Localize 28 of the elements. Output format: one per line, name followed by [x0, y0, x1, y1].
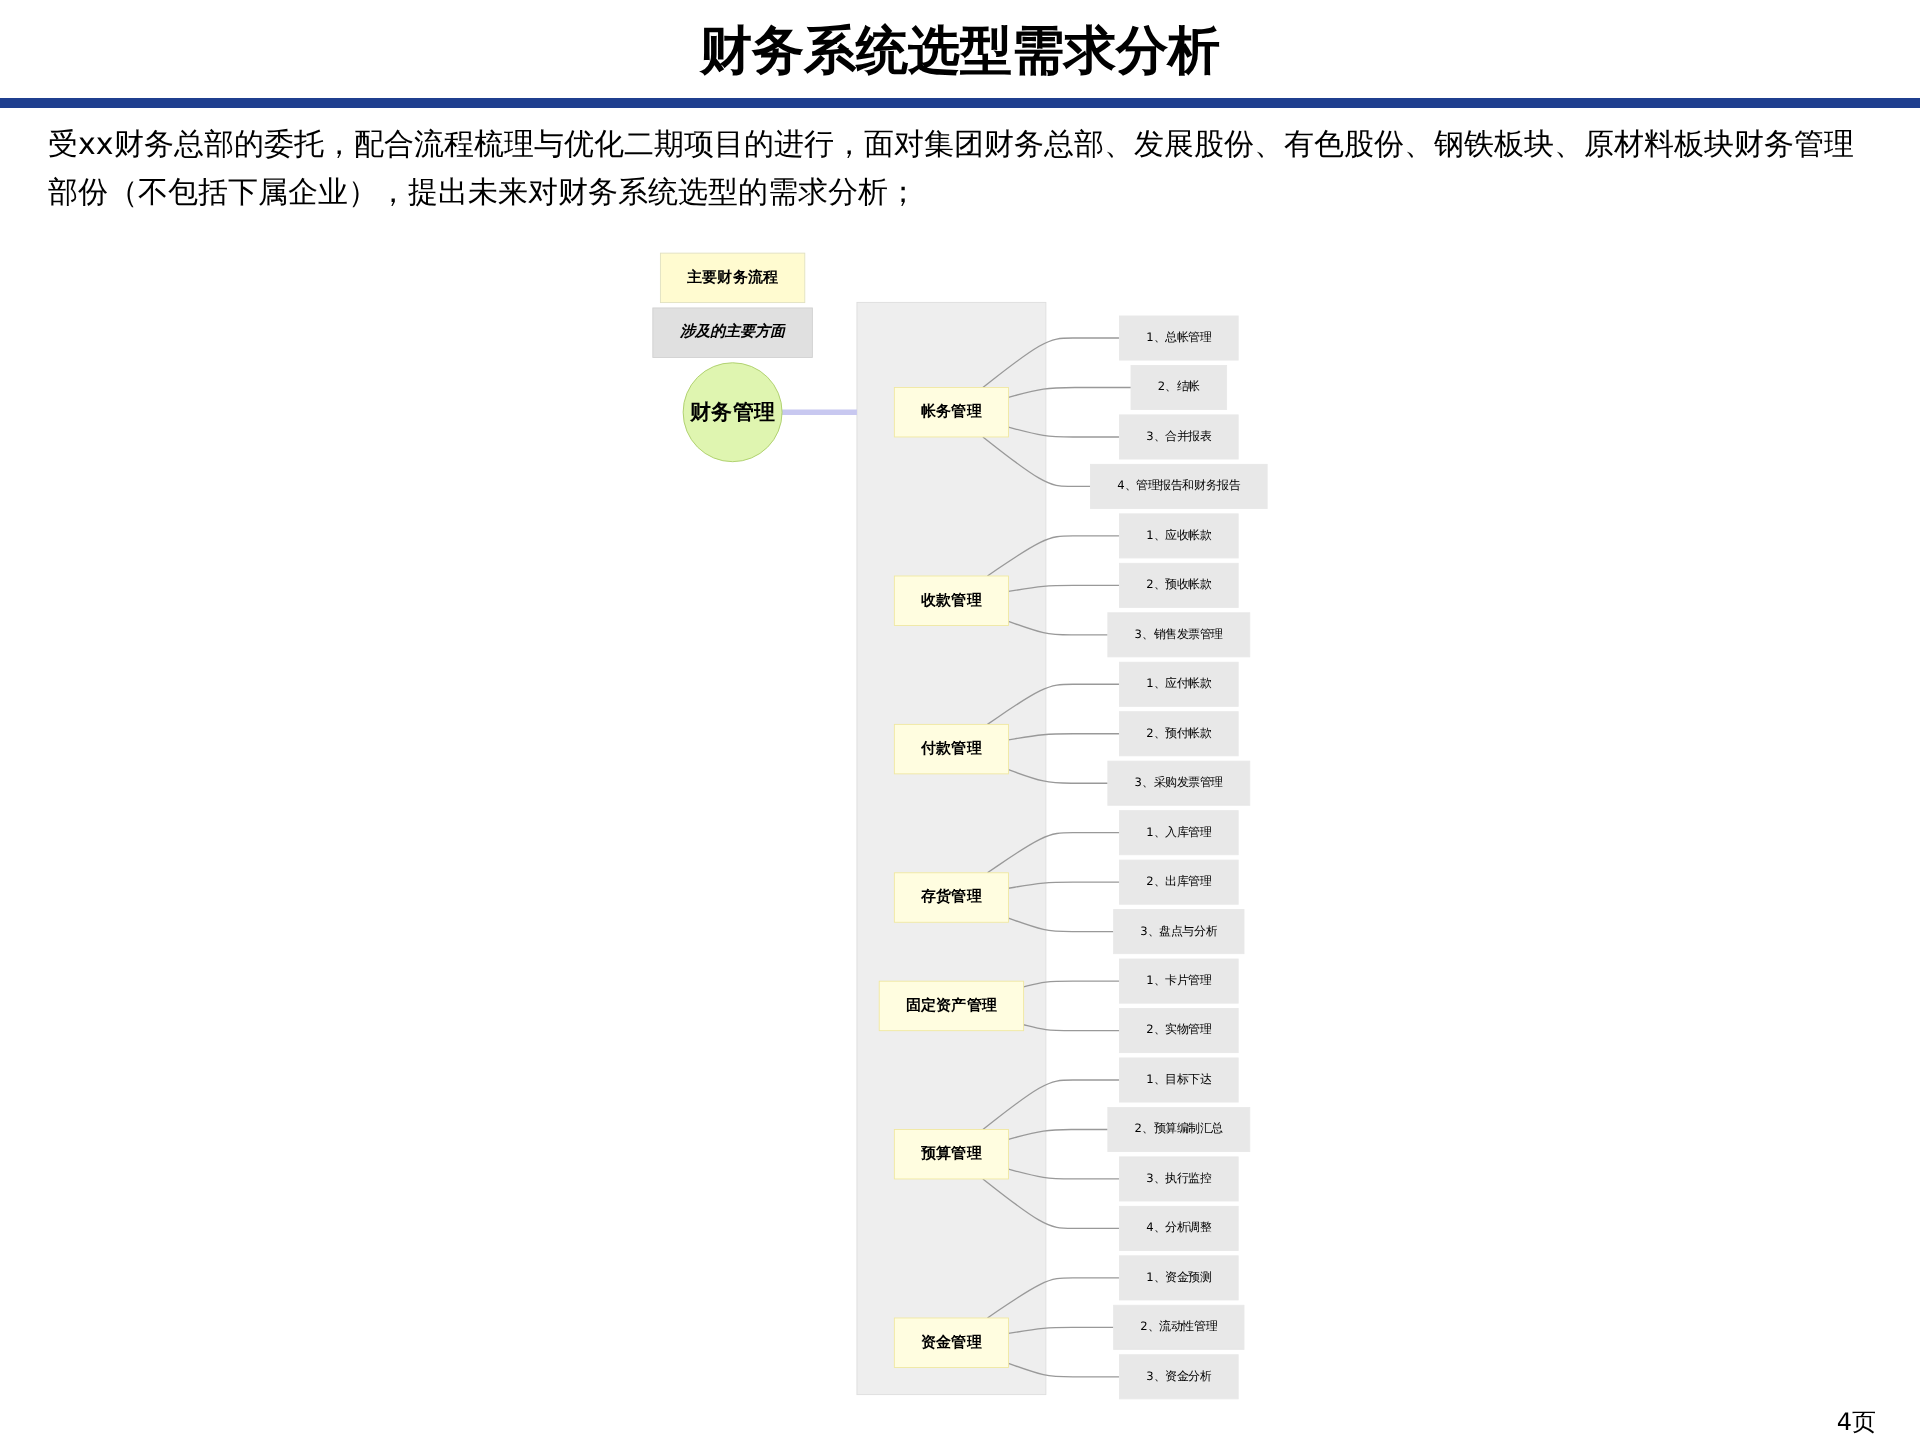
connector [982, 1178, 1121, 1230]
connector [1007, 769, 1109, 784]
node-circle: 财务管理 [682, 362, 783, 463]
connector [986, 832, 1121, 874]
slide-title: 财务系统选型需求分析 [0, 16, 1920, 108]
connector [1007, 1168, 1121, 1180]
connector [1007, 917, 1115, 933]
connector [982, 337, 1121, 389]
connector [1007, 733, 1121, 741]
cluster [856, 301, 1047, 1396]
connector [986, 683, 1121, 726]
page-number: 4页 [1836, 1406, 1876, 1440]
connector [1007, 881, 1121, 889]
connector [1007, 1128, 1109, 1140]
connector [1007, 426, 1121, 438]
connector [982, 436, 1092, 488]
connector [1007, 584, 1121, 593]
connector [1007, 1326, 1115, 1335]
connector [986, 1277, 1121, 1319]
intro-paragraph: 受xx财务总部的委托，配合流程梳理与优化二期项目的进行，面对集团财务总部、发展股份、有色股份、钢铁板块、原材料板块财务管理部份（不包括下属企业），提出未来对财务系统选型的需求分析； [48, 124, 1856, 214]
connector [986, 535, 1121, 577]
connector [982, 1079, 1121, 1131]
connector [782, 409, 857, 415]
connector [1007, 620, 1109, 636]
connector [1007, 386, 1132, 398]
connector [1007, 1362, 1121, 1378]
connector [1022, 1024, 1121, 1032]
connector [1022, 980, 1121, 988]
